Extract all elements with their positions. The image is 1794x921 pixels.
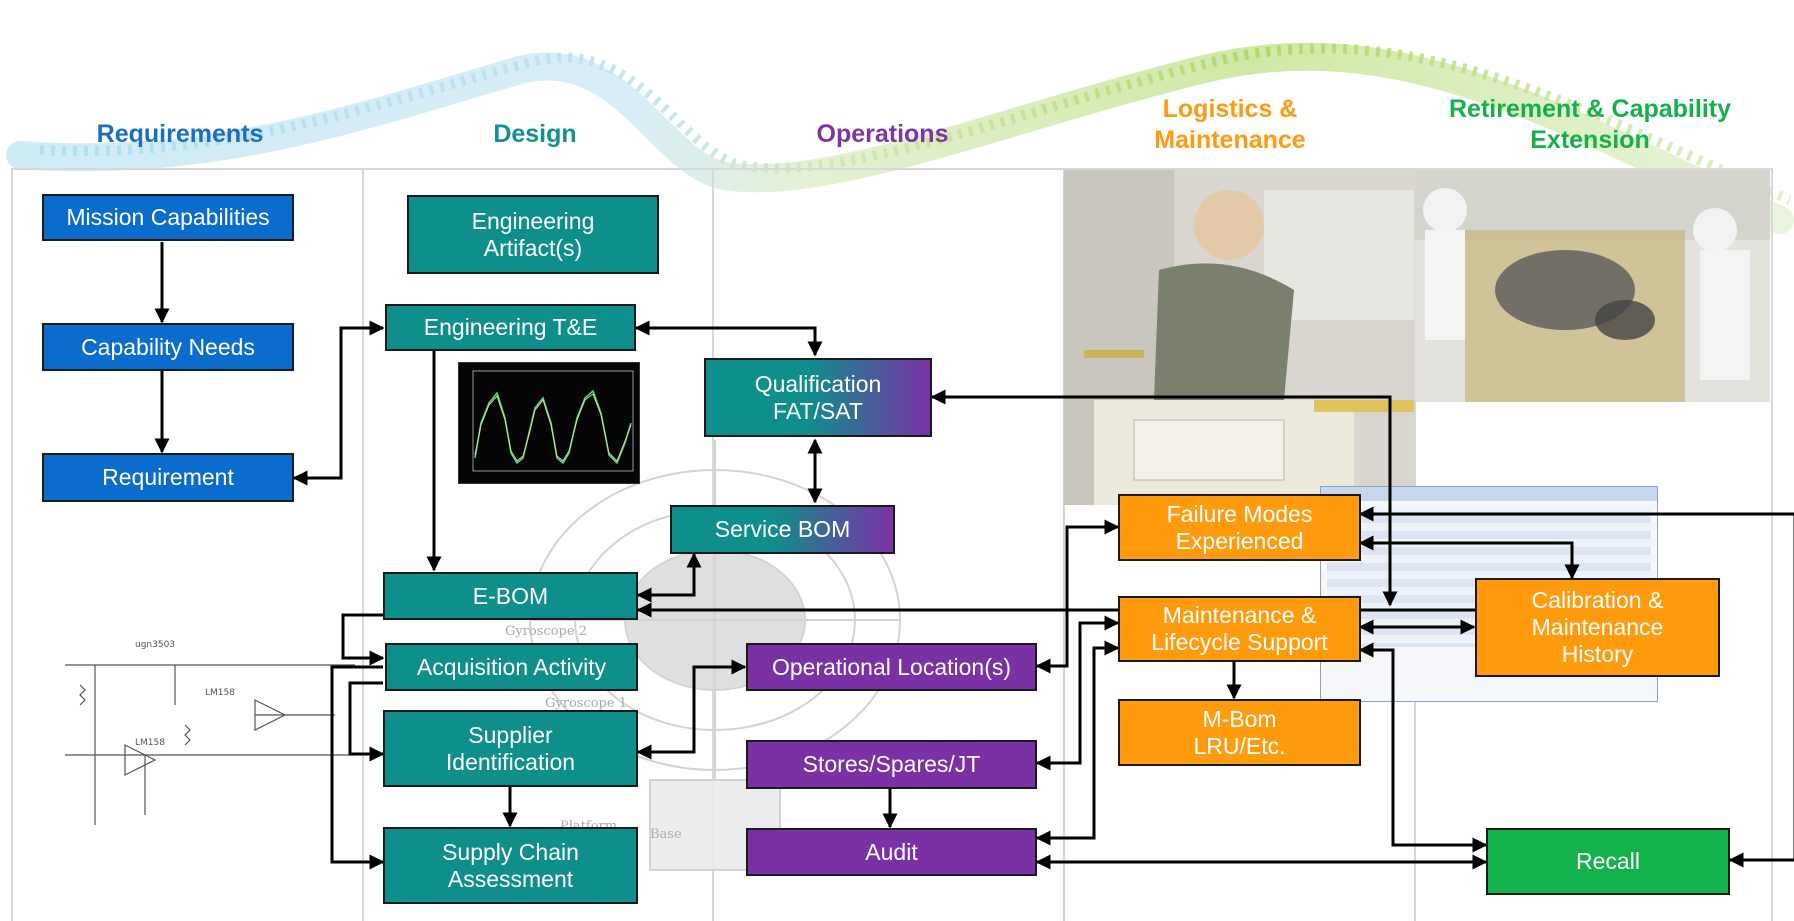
- header-design: Design: [493, 120, 577, 148]
- svg-text:LM158: LM158: [205, 688, 235, 698]
- header-retirement: Retirement & Capability Extension: [1448, 95, 1731, 154]
- svg-text:LM158: LM158: [135, 738, 165, 748]
- node-e-bom[interactable]: E-BOM: [383, 572, 638, 620]
- header-logistics: Logistics & Maintenance: [1154, 95, 1306, 154]
- node-acquisition-activity[interactable]: Acquisition Activity: [385, 643, 638, 691]
- node-mission-capabilities[interactable]: Mission Capabilities: [42, 194, 294, 241]
- circuit-schematic-icon: ugn3503 LM158 LM158: [65, 640, 355, 825]
- node-m-bom[interactable]: M-Bom LRU/Etc.: [1118, 699, 1361, 766]
- node-supplier-identification[interactable]: Supplier Identification: [383, 710, 638, 787]
- diagram-frame-top: [11, 168, 1771, 170]
- node-maintenance-lifecycle[interactable]: Maintenance & Lifecycle Support: [1118, 596, 1361, 662]
- node-calibration-history[interactable]: Calibration & Maintenance History: [1475, 578, 1720, 677]
- node-engineering-te[interactable]: Engineering T&E: [385, 304, 636, 351]
- column-divider: [11, 168, 13, 921]
- svg-text:Gyroscope 2: Gyroscope 2: [505, 624, 587, 639]
- node-qualification[interactable]: Qualification FAT/SAT: [704, 358, 932, 437]
- header-requirements: Requirements: [96, 120, 264, 148]
- node-engineering-artifacts[interactable]: Engineering Artifact(s): [407, 195, 659, 274]
- node-recall[interactable]: Recall: [1486, 828, 1730, 895]
- header-operations: Operations: [816, 120, 949, 148]
- node-operational-locations[interactable]: Operational Location(s): [746, 643, 1037, 691]
- node-requirement[interactable]: Requirement: [42, 453, 294, 502]
- column-divider: [362, 168, 364, 921]
- node-stores-spares[interactable]: Stores/Spares/JT: [746, 740, 1037, 789]
- node-supply-chain-assessment[interactable]: Supply Chain Assessment: [383, 827, 638, 904]
- scope-plot-icon: [458, 362, 640, 484]
- node-service-bom[interactable]: Service BOM: [670, 505, 895, 554]
- node-audit[interactable]: Audit: [746, 828, 1037, 876]
- svg-text:Base: Base: [650, 827, 682, 842]
- wave-banner-icon: [6, 42, 1794, 234]
- svg-text:Gyroscope 1: Gyroscope 1: [545, 696, 627, 711]
- cleanroom-photo-icon: [1415, 170, 1770, 402]
- node-capability-needs[interactable]: Capability Needs: [42, 323, 294, 371]
- node-failure-modes[interactable]: Failure Modes Experienced: [1118, 494, 1361, 561]
- svg-text:ugn3503: ugn3503: [135, 640, 175, 650]
- column-divider: [1771, 168, 1773, 921]
